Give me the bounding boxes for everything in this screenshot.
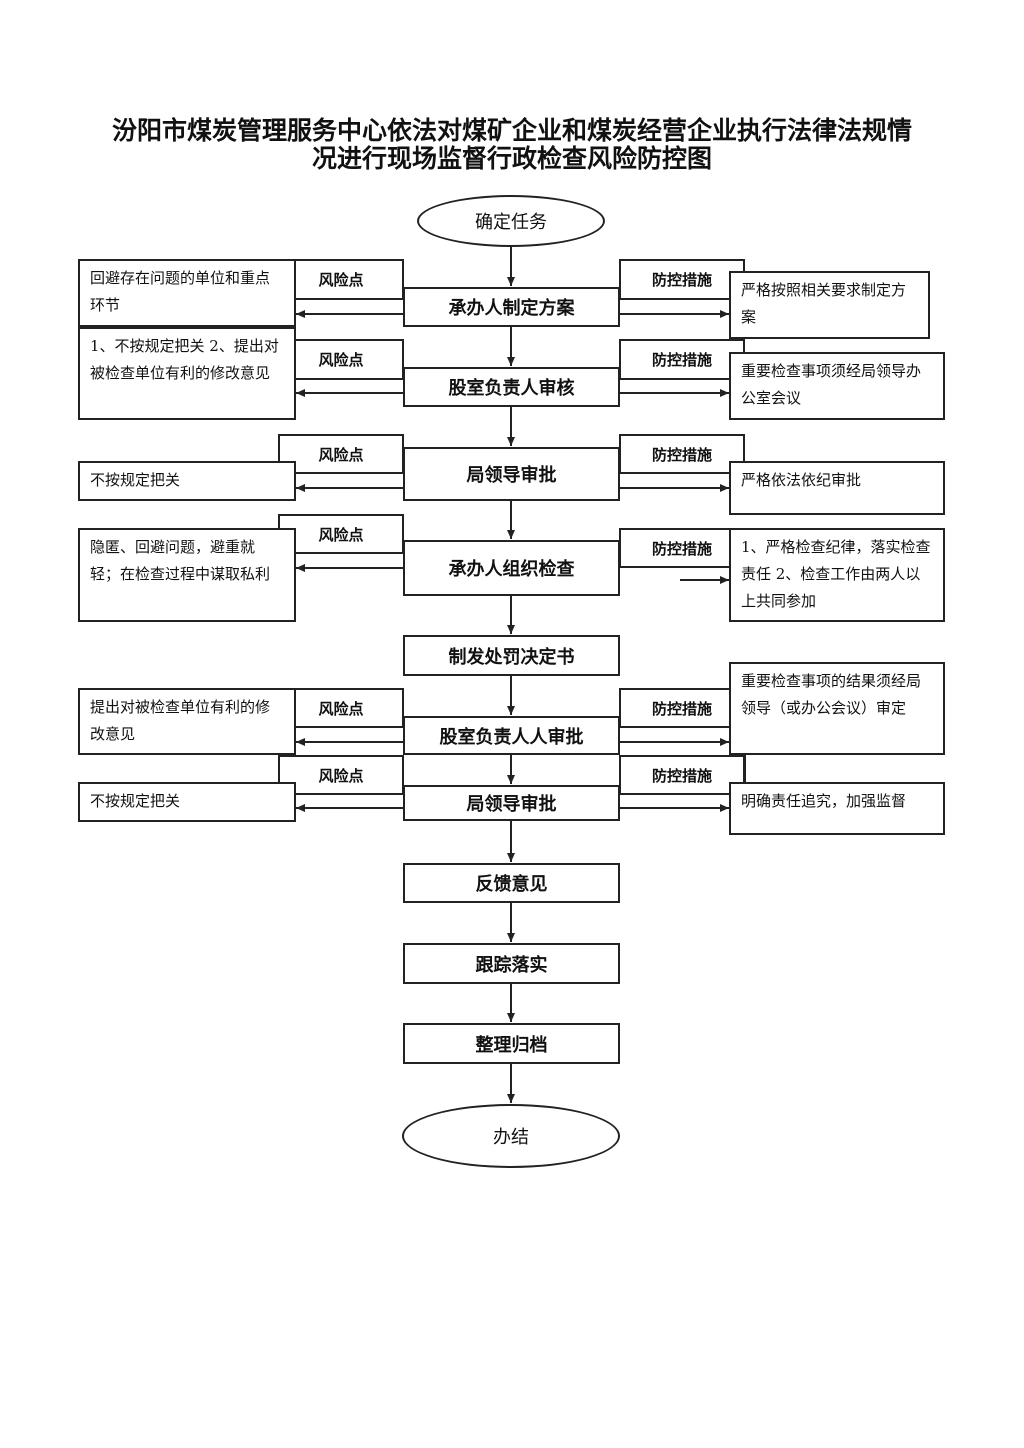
control-note-4: 1、严格检查纪律，落实检查责任 2、检查工作由两人以上共同参加 <box>729 528 945 622</box>
risk-note-1: 回避存在问题的单位和重点环节 <box>78 259 296 327</box>
control-note-6: 重要检查事项的结果须经局领导（或办公会议）审定 <box>729 662 945 755</box>
step-5-box: 制发处罚决定书 <box>403 635 620 676</box>
step-3-box: 局领导审批 <box>403 447 620 501</box>
control-note-2: 重要检查事项须经局领导办公室会议 <box>729 352 945 420</box>
step-4-box: 承办人组织检查 <box>403 540 620 596</box>
risk-tag-3: 风险点 <box>278 434 404 474</box>
page-title-line-2: 况进行现场监督行政检查风险防控图 <box>311 144 712 173</box>
step-9-box: 跟踪落实 <box>403 943 620 984</box>
step-6-box: 股室负责人人审批 <box>403 716 620 755</box>
step-2-box: 股室负责人审核 <box>403 367 620 407</box>
step-10-box: 整理归档 <box>403 1023 620 1064</box>
control-note-1: 严格按照相关要求制定方案 <box>729 271 930 339</box>
risk-note-4: 隐匿、回避问题，避重就轻；在检查过程中谋取私利 <box>78 528 296 622</box>
step-7-box: 局领导审批 <box>403 785 620 821</box>
page-title-line-1: 汾阳市煤炭管理服务中心依法对煤矿企业和煤炭经营企业执行法律法规情 <box>111 116 912 145</box>
risk-note-7: 不按规定把关 <box>78 782 296 822</box>
control-tag-1: 防控措施 <box>619 259 745 300</box>
control-note-3: 严格依法依纪审批 <box>729 461 945 515</box>
risk-tag-7: 风险点 <box>278 755 404 795</box>
control-tag-3: 防控措施 <box>619 434 745 474</box>
control-tag-6: 防控措施 <box>619 688 745 728</box>
start-oval: 确定任务 <box>417 195 605 247</box>
control-note-7: 明确责任追究，加强监督 <box>729 782 945 835</box>
risk-tag-6: 风险点 <box>278 688 404 728</box>
step-1-box: 承办人制定方案 <box>403 287 620 327</box>
risk-tag-1: 风险点 <box>278 259 404 300</box>
step-8-box: 反馈意见 <box>403 863 620 903</box>
risk-tag-4: 风险点 <box>278 514 404 554</box>
control-tag-2: 防控措施 <box>619 339 745 380</box>
control-tag-4: 防控措施 <box>619 528 745 568</box>
risk-tag-2: 风险点 <box>278 339 404 380</box>
end-oval: 办结 <box>402 1104 620 1168</box>
risk-note-6: 提出对被检查单位有利的修改意见 <box>78 688 296 755</box>
control-tag-7: 防控措施 <box>619 755 745 795</box>
risk-note-3: 不按规定把关 <box>78 461 296 501</box>
risk-note-2: 1、不按规定把关 2、提出对被检查单位有利的修改意见 <box>78 327 296 420</box>
